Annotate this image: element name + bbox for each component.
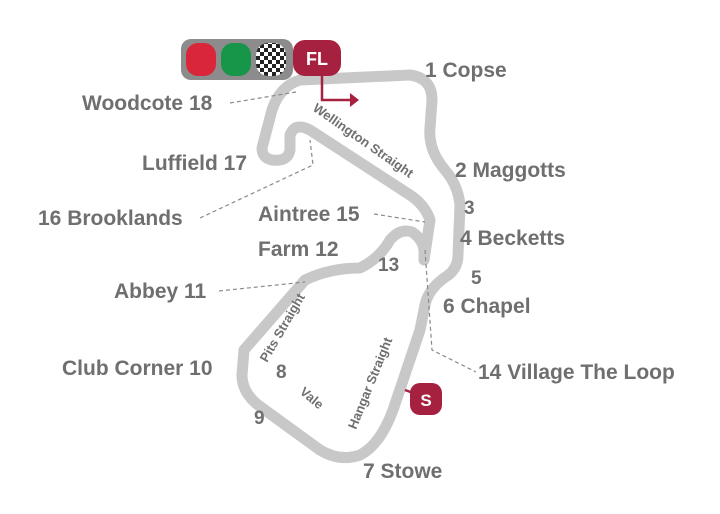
corner-4-label: 4 Becketts bbox=[460, 227, 565, 250]
corner-11-label: Abbey 11 bbox=[114, 280, 207, 303]
corner-9-label: 9 bbox=[254, 408, 265, 429]
corner-13-label: 13 bbox=[378, 255, 399, 276]
corner-16-label: 16 Brooklands bbox=[38, 207, 183, 230]
corner-6-label: 6 Chapel bbox=[443, 295, 531, 318]
corner-10-label: Club Corner 10 bbox=[62, 357, 213, 380]
track-outline bbox=[236, 69, 466, 464]
corner-18-label: Woodcote 18 bbox=[82, 92, 213, 115]
leader-woodcote bbox=[229, 91, 297, 104]
leader-abbey bbox=[218, 281, 306, 292]
corner-17-label: Luffield 17 bbox=[142, 152, 247, 175]
vale-label: Vale bbox=[297, 384, 327, 412]
corner-14-label: 14 Village The Loop bbox=[478, 361, 675, 384]
chequered-flag-light bbox=[256, 43, 286, 76]
corner-8-label: 8 bbox=[276, 362, 287, 383]
corner-2-label: 2 Maggotts bbox=[455, 159, 566, 182]
start-badge[interactable] bbox=[410, 383, 442, 415]
corner-3-label: 3 bbox=[464, 198, 475, 219]
corner-1-label: 1 Copse bbox=[425, 59, 507, 82]
corner-12-label: Farm 12 bbox=[258, 238, 339, 261]
leader-aintree bbox=[373, 213, 426, 223]
corner-15-label: Aintree 15 bbox=[258, 203, 360, 226]
start-label: S bbox=[420, 391, 431, 410]
leader-brooklands bbox=[199, 139, 314, 219]
finish-line-pointer bbox=[320, 76, 350, 102]
direction-arrow-icon bbox=[350, 93, 359, 107]
corner-7-label: 7 Stowe bbox=[363, 460, 442, 483]
finish-line-label: FL bbox=[306, 49, 328, 69]
leader-village-loop bbox=[424, 249, 477, 373]
red-flag-light bbox=[186, 43, 216, 76]
green-flag-light bbox=[221, 43, 251, 76]
finish-line-badge[interactable] bbox=[293, 40, 341, 76]
corner-5-label: 5 bbox=[471, 268, 482, 289]
